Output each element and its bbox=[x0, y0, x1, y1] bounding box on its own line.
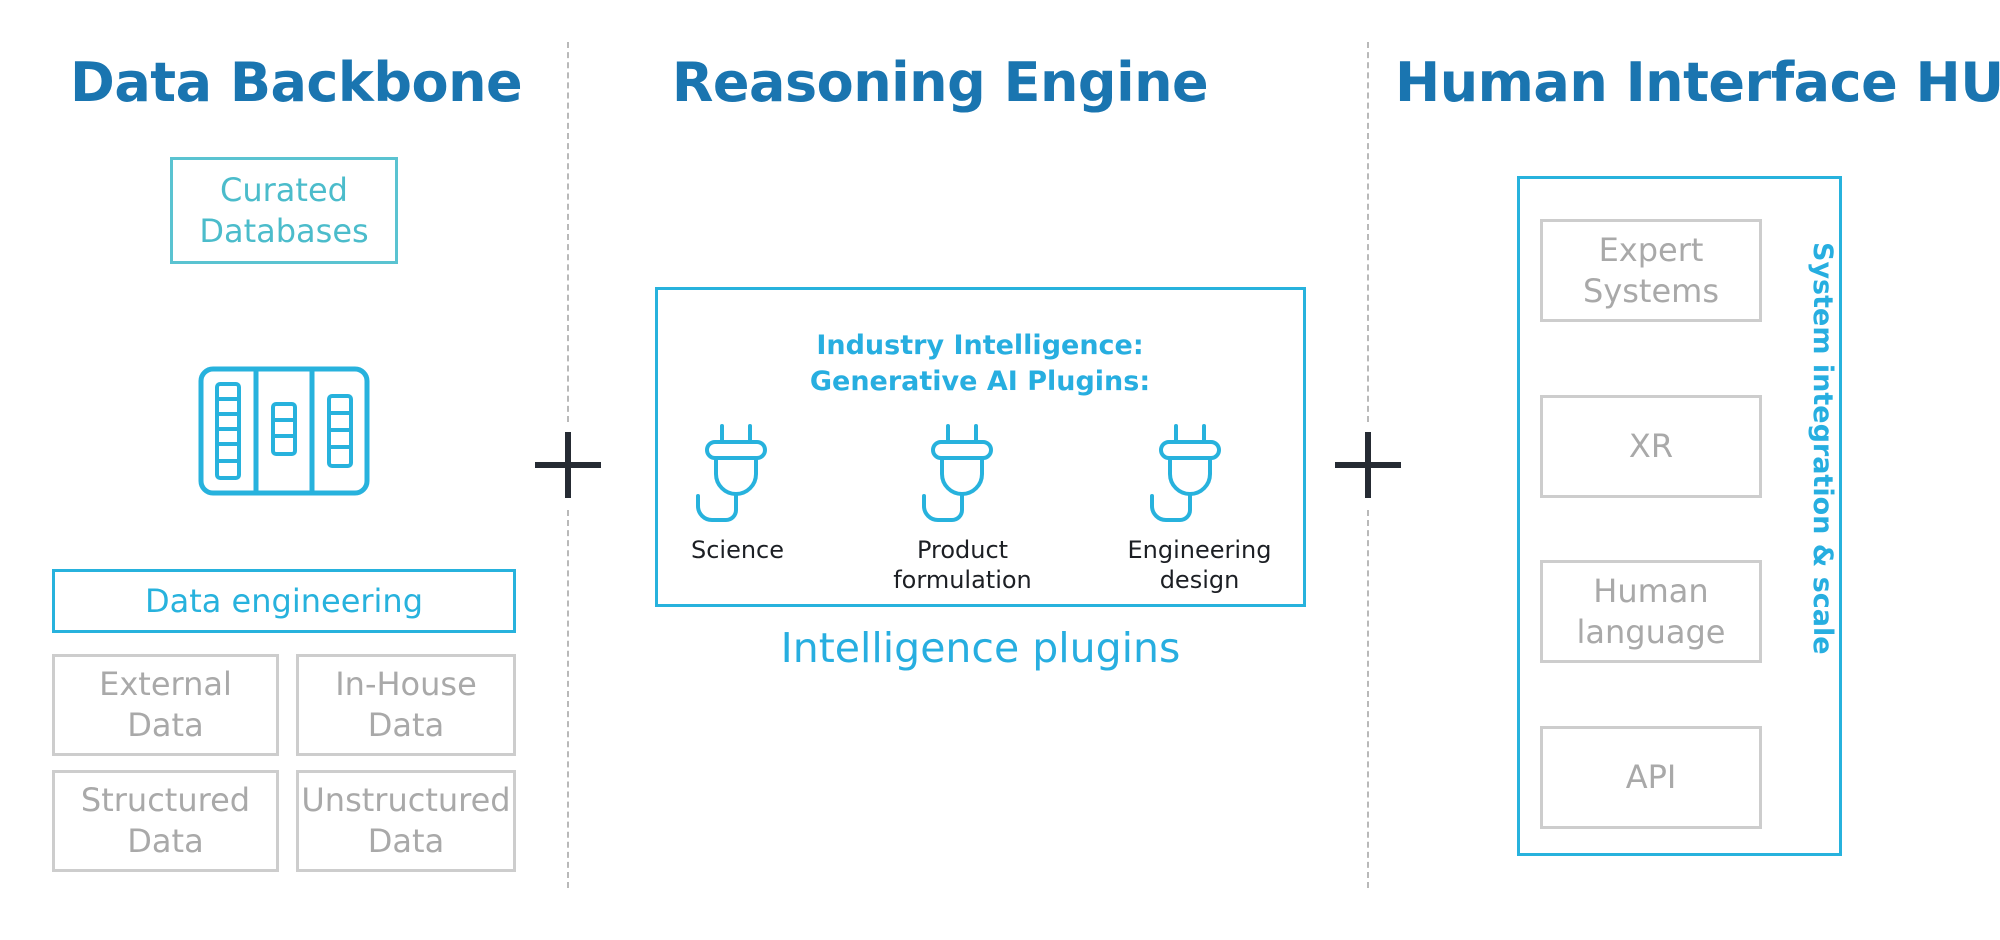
hub-item-xr: XR bbox=[1540, 395, 1762, 498]
hub-item-expert-systems: Expert Systems bbox=[1540, 219, 1762, 322]
plus-icon bbox=[1335, 432, 1401, 498]
plug-icon bbox=[922, 424, 993, 522]
plug-icon bbox=[1150, 424, 1221, 522]
plus-icon bbox=[535, 432, 601, 498]
structured-data-box: Structured Data bbox=[52, 770, 279, 872]
unstructured-data-box: Unstructured Data bbox=[296, 770, 516, 872]
plugin-label-engineering-design: Engineering design bbox=[1127, 536, 1272, 594]
data-engineering-box: Data engineering bbox=[52, 569, 516, 633]
plugins-panel-title: Industry Intelligence: Generative AI Plu… bbox=[809, 330, 1151, 397]
plugins-panel bbox=[655, 287, 1306, 607]
database-server-icon bbox=[198, 366, 370, 496]
title-data-backbone: Data Backbone bbox=[70, 51, 523, 114]
hub-item-api: API bbox=[1540, 726, 1762, 829]
plug-icon bbox=[696, 424, 767, 522]
hub-panel bbox=[1517, 176, 1842, 856]
curated-databases-box: Curated Databases bbox=[170, 157, 398, 264]
hub-item-human-language: Human language bbox=[1540, 560, 1762, 663]
system-integration-label: System integration & scale bbox=[1807, 242, 1838, 655]
divider-dashed-lower-right bbox=[1367, 510, 1369, 888]
in-house-data-box: In-House Data bbox=[296, 654, 516, 756]
divider-dashed-lower-left bbox=[567, 510, 569, 888]
title-reasoning-engine: Reasoning Engine bbox=[671, 51, 1209, 114]
external-data-box: External Data bbox=[52, 654, 279, 756]
divider-dashed-upper-right bbox=[1367, 42, 1369, 422]
divider-dashed-upper-left bbox=[567, 42, 569, 422]
plugin-label-science: Science bbox=[690, 536, 785, 564]
title-human-interface-hub: Human Interface HUB bbox=[1395, 51, 2000, 114]
plugin-label-product-formulation: Product formulation bbox=[893, 536, 1032, 594]
intelligence-plugins-caption: Intelligence plugins bbox=[780, 624, 1181, 672]
